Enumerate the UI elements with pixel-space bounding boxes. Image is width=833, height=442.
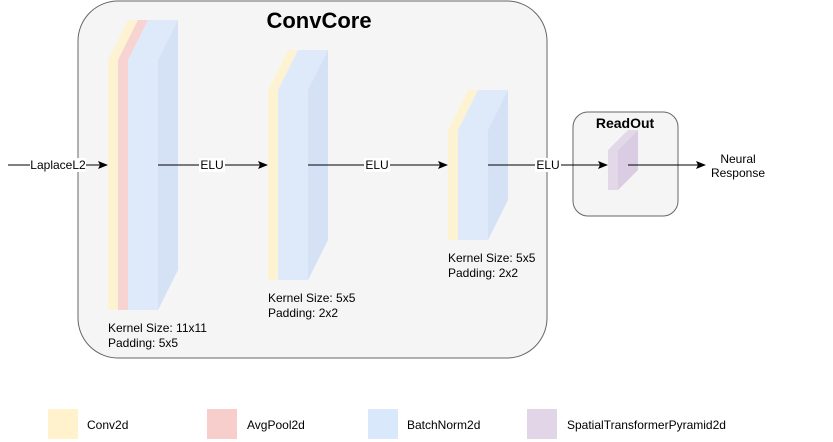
legend-item-batchnorm2d: BatchNorm2d: [368, 409, 480, 439]
conv-core-title: ConvCore: [266, 8, 371, 33]
layer-2-padding: Padding: 2x2: [268, 306, 338, 320]
layer-3-kernel: Kernel Size: 5x5: [448, 251, 536, 265]
legend-item-avgpool2d: AvgPool2d: [207, 409, 305, 439]
layer-block-2: [268, 50, 328, 280]
edge-label-1: ELU: [200, 158, 223, 172]
conv2d-slab: [448, 90, 478, 240]
batchnorm2d-slab: [128, 20, 158, 310]
batchnorm2d-volume: [288, 50, 328, 280]
legend-swatch-avgpool2d: [207, 409, 237, 439]
legend-swatch-batchnorm2d: [368, 409, 398, 439]
layer-block-1: [108, 20, 178, 310]
output-label-line1: Neural: [720, 152, 755, 166]
edge-label-3: ELU: [536, 158, 559, 172]
output-label-line2: Response: [711, 166, 765, 180]
avgpool2d-slab: [118, 20, 148, 310]
conv2d-slab: [268, 50, 298, 280]
legend-label-batchnorm2d: BatchNorm2d: [407, 418, 480, 432]
readout-title: ReadOut: [596, 115, 655, 131]
spatial-transformer-block: [608, 130, 638, 190]
legend-label-avgpool2d: AvgPool2d: [247, 418, 305, 432]
input-label: LaplaceL2: [30, 158, 86, 172]
batchnorm2d-slab: [458, 90, 488, 240]
legend-label-conv2d: Conv2d: [87, 418, 128, 432]
legend-label-spatial-transformer: SpatialTransformerPyramid2d: [567, 418, 726, 432]
layer-1-kernel: Kernel Size: 11x11: [108, 321, 207, 335]
edge-label-2: ELU: [365, 158, 388, 172]
legend-item-spatial-transformer: SpatialTransformerPyramid2d: [527, 409, 726, 439]
legend-item-conv2d: Conv2d: [48, 409, 128, 439]
legend: Conv2d AvgPool2d BatchNorm2d SpatialTran…: [48, 409, 726, 439]
legend-swatch-conv2d: [48, 409, 78, 439]
legend-swatch-spatial-transformer: [527, 409, 557, 439]
layer-1-padding: Padding: 5x5: [108, 336, 178, 350]
layer-3-padding: Padding: 2x2: [448, 266, 518, 280]
batchnorm2d-slab: [278, 50, 308, 280]
layer-2-kernel: Kernel Size: 5x5: [268, 291, 356, 305]
